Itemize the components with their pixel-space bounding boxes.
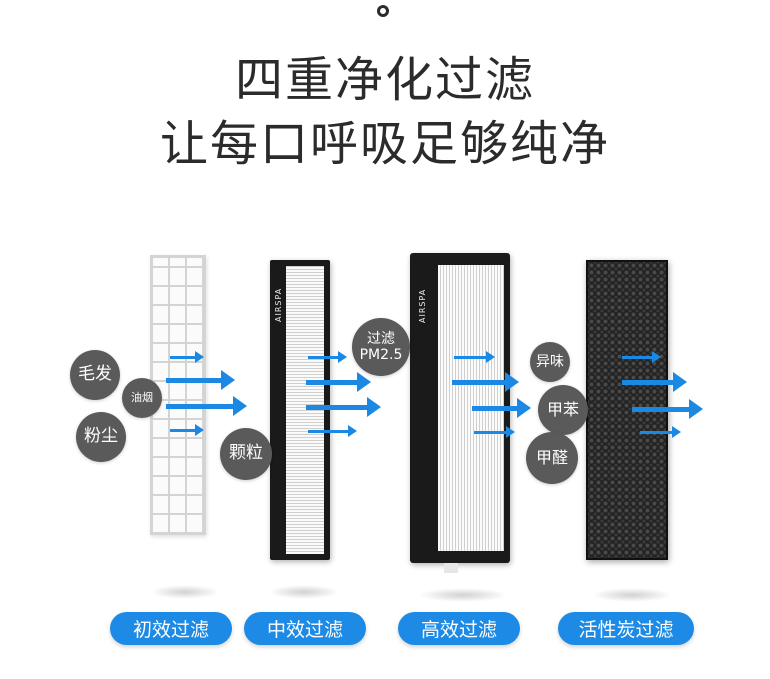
bubble-toluene: 甲苯: [538, 385, 588, 435]
airflow-arrow-icon: [622, 351, 661, 363]
airflow-arrow-icon: [166, 370, 235, 390]
pre-filter-image: [150, 255, 206, 535]
label-medium-filter: 中效过滤: [244, 612, 366, 645]
airflow-arrow-icon: [306, 397, 381, 417]
airflow-arrow-icon: [166, 396, 247, 416]
label-primary-filter: 初效过滤: [110, 612, 232, 645]
airflow-arrow-icon: [306, 372, 371, 392]
airflow-arrow-icon: [622, 372, 687, 392]
label-carbon-filter: 活性炭过滤: [558, 612, 694, 645]
bubble-odor: 异味: [530, 342, 570, 382]
airflow-arrow-icon: [454, 351, 495, 363]
airflow-arrow-icon: [170, 351, 204, 363]
pre-filter-shadow: [150, 585, 220, 599]
bubble-oil-smoke: 油烟: [122, 378, 162, 418]
bubble-dust: 粉尘: [76, 412, 126, 462]
decorative-circle-icon: [377, 5, 389, 17]
airflow-arrow-icon: [170, 424, 204, 436]
airflow-arrow-icon: [308, 351, 347, 363]
headline-line-2: 让每口呼吸足够纯净: [159, 116, 610, 172]
medium-filter-image: AIRSPA: [270, 260, 330, 560]
airflow-arrow-icon: [632, 399, 703, 419]
carbon-filter-shadow: [592, 588, 672, 602]
bubble-particles: 颗粒: [220, 428, 272, 480]
bubble-pm25-line-2: PM2.5: [359, 347, 403, 363]
headline-line-1: 四重净化过滤: [234, 52, 535, 108]
hepa-filter-pull-tab: [444, 563, 458, 573]
medium-filter-shadow: [268, 585, 340, 599]
bubble-pm25: 过滤 PM2.5: [352, 318, 410, 376]
airflow-arrow-icon: [308, 425, 357, 437]
bubble-pm25-line-1: 过滤: [367, 330, 395, 347]
hepa-filter-brand-logo: AIRSPA: [418, 288, 427, 323]
airflow-arrow-icon: [474, 426, 515, 438]
airflow-arrow-icon: [472, 398, 531, 418]
label-hepa-filter: 高效过滤: [398, 612, 520, 645]
bubble-hair: 毛发: [70, 350, 120, 400]
medium-filter-brand-logo: AIRSPA: [274, 287, 283, 322]
bubble-formaldehyde: 甲醛: [526, 432, 578, 484]
airflow-arrow-icon: [452, 372, 519, 392]
hepa-filter-shadow: [418, 588, 508, 602]
medium-filter-pleats: [286, 266, 324, 554]
airflow-arrow-icon: [640, 426, 681, 438]
